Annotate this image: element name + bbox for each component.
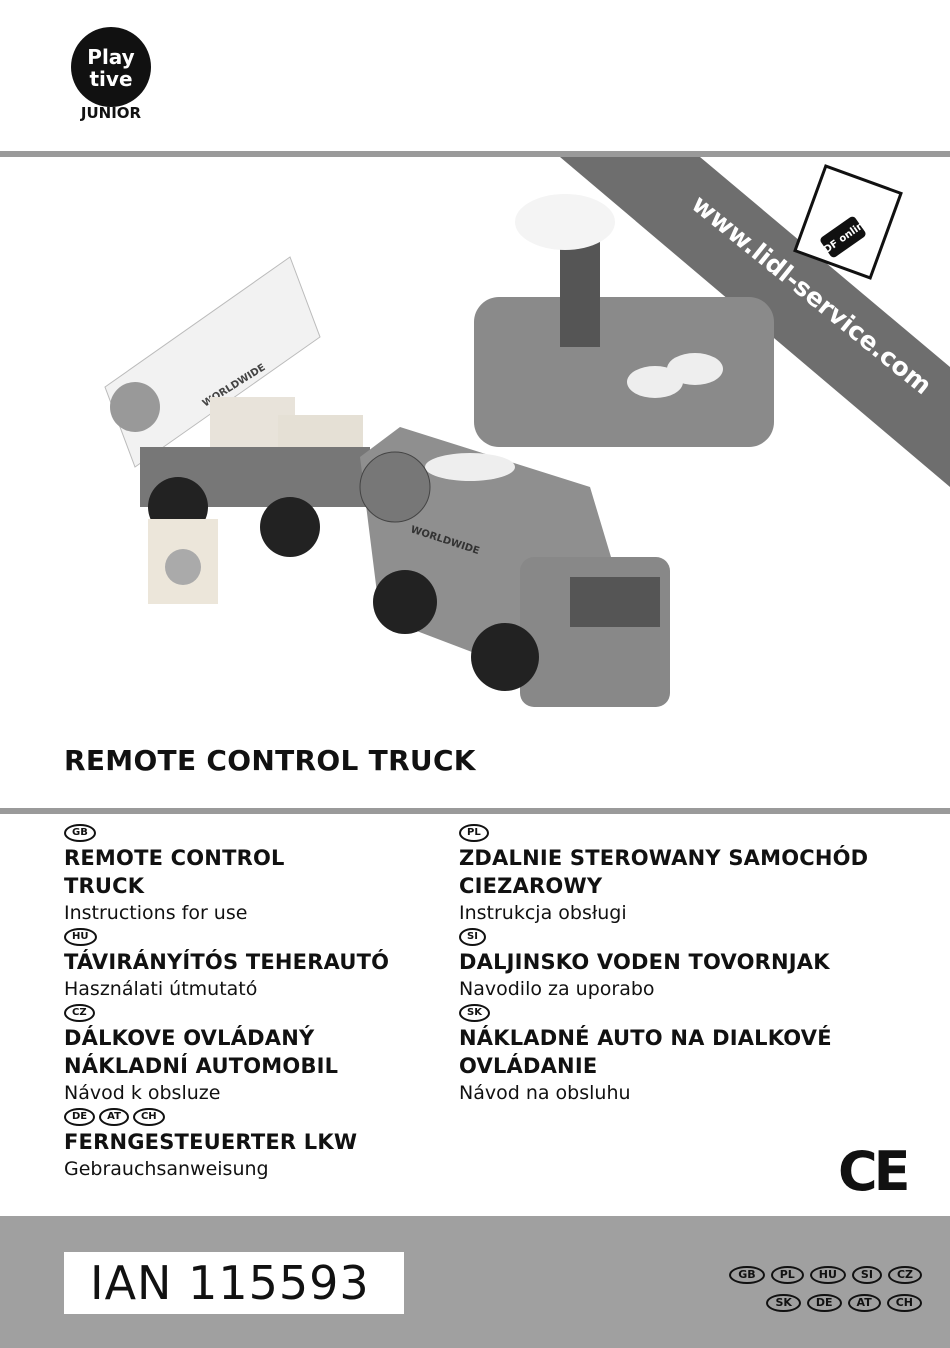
language-badges: CZ (64, 1002, 444, 1024)
country-badge: HU (64, 928, 97, 946)
language-title: TÁVIRÁNYÍTÓS TEHERAUTÓ (64, 950, 390, 974)
language-subtitle: Navodilo za uporabo (459, 978, 655, 1000)
language-badges: HU (64, 926, 444, 948)
country-code-badge: SK (766, 1294, 801, 1312)
ce-mark: CE (838, 1140, 911, 1203)
product-photo: www.lidl-service.com PDF online WORLDWID… (104, 157, 950, 707)
country-code-badge: PL (770, 1266, 804, 1284)
language-subtitle: Návod na obsluhu (459, 1082, 631, 1104)
country-code-badge: DE (806, 1294, 842, 1312)
svg-text:JUNIOR: JUNIOR (80, 104, 142, 122)
language-subtitle: Használati útmutató (64, 978, 258, 1000)
country-codes-row1: GB PL HU SI CZ (729, 1266, 922, 1284)
language-title: DALJINSKO VODEN TOVORNJAK (459, 950, 830, 974)
language-subtitle: Instrukcja obsługi (459, 902, 627, 924)
language-badges: PL (459, 822, 899, 844)
language-badges: SK (459, 1002, 899, 1024)
country-code-badge: CZ (887, 1266, 922, 1284)
country-badge: PL (459, 824, 489, 842)
top-divider (0, 151, 950, 157)
country-badge: CZ (64, 1004, 95, 1022)
country-code-badge: SI (851, 1266, 882, 1284)
languages-right: PL ZDALNIE STEROWANY SAMOCHÓD CIEZAROWY In… (459, 822, 899, 1106)
footer-band: IAN 115593 GB PL HU SI CZ SK DE AT CH (0, 1216, 950, 1348)
svg-text:tive: tive (89, 67, 132, 91)
language-subtitle: Návod k obsluze (64, 1082, 221, 1104)
country-code-badge: CH (886, 1294, 922, 1312)
country-badge: DE (64, 1108, 96, 1126)
country-badge: GB (64, 824, 96, 842)
country-badge: SI (459, 928, 486, 946)
playtive-junior-logo: Play tive JUNIOR (71, 27, 151, 122)
language-title: FERNGESTEUERTER LKW (64, 1130, 358, 1154)
language-badges: GB (64, 822, 444, 844)
trailer: WORLDWIDE (104, 256, 370, 604)
country-code-badge: GB (729, 1266, 765, 1284)
language-badges: SI (459, 926, 899, 948)
country-badge: AT (99, 1108, 129, 1126)
language-title: REMOTE CONTROL TRUCK (64, 846, 285, 898)
country-badge: CH (132, 1108, 165, 1126)
remote-controller (474, 194, 774, 447)
language-title: NÁKLADNÉ AUTO NA DIALKOVÉ OVLÁDANIE (459, 1026, 832, 1078)
language-subtitle: Instructions for use (64, 902, 248, 924)
svg-text:Play: Play (87, 45, 134, 69)
ian-number: IAN 115593 (64, 1252, 404, 1314)
language-title: DÁLKOVE OVLÁDANÝ NÁKLADNÍ AUTOMOBIL (64, 1026, 339, 1078)
laptop-pdf-icon: PDF online (793, 164, 903, 280)
country-codes-row2: SK DE AT CH (766, 1294, 922, 1312)
languages-left: GB REMOTE CONTROL TRUCK Instructions for u… (64, 822, 444, 1182)
middle-divider (0, 808, 950, 814)
country-badge: SK (459, 1004, 490, 1022)
language-title: ZDALNIE STEROWANY SAMOCHÓD CIEZAROWY (459, 846, 869, 898)
language-subtitle: Gebrauchsanweisung (64, 1158, 269, 1180)
country-code-badge: AT (847, 1294, 881, 1312)
country-code-badge: HU (809, 1266, 846, 1284)
truck: WORLDWIDE (359, 427, 670, 707)
product-title: REMOTE CONTROL TRUCK (64, 744, 476, 777)
